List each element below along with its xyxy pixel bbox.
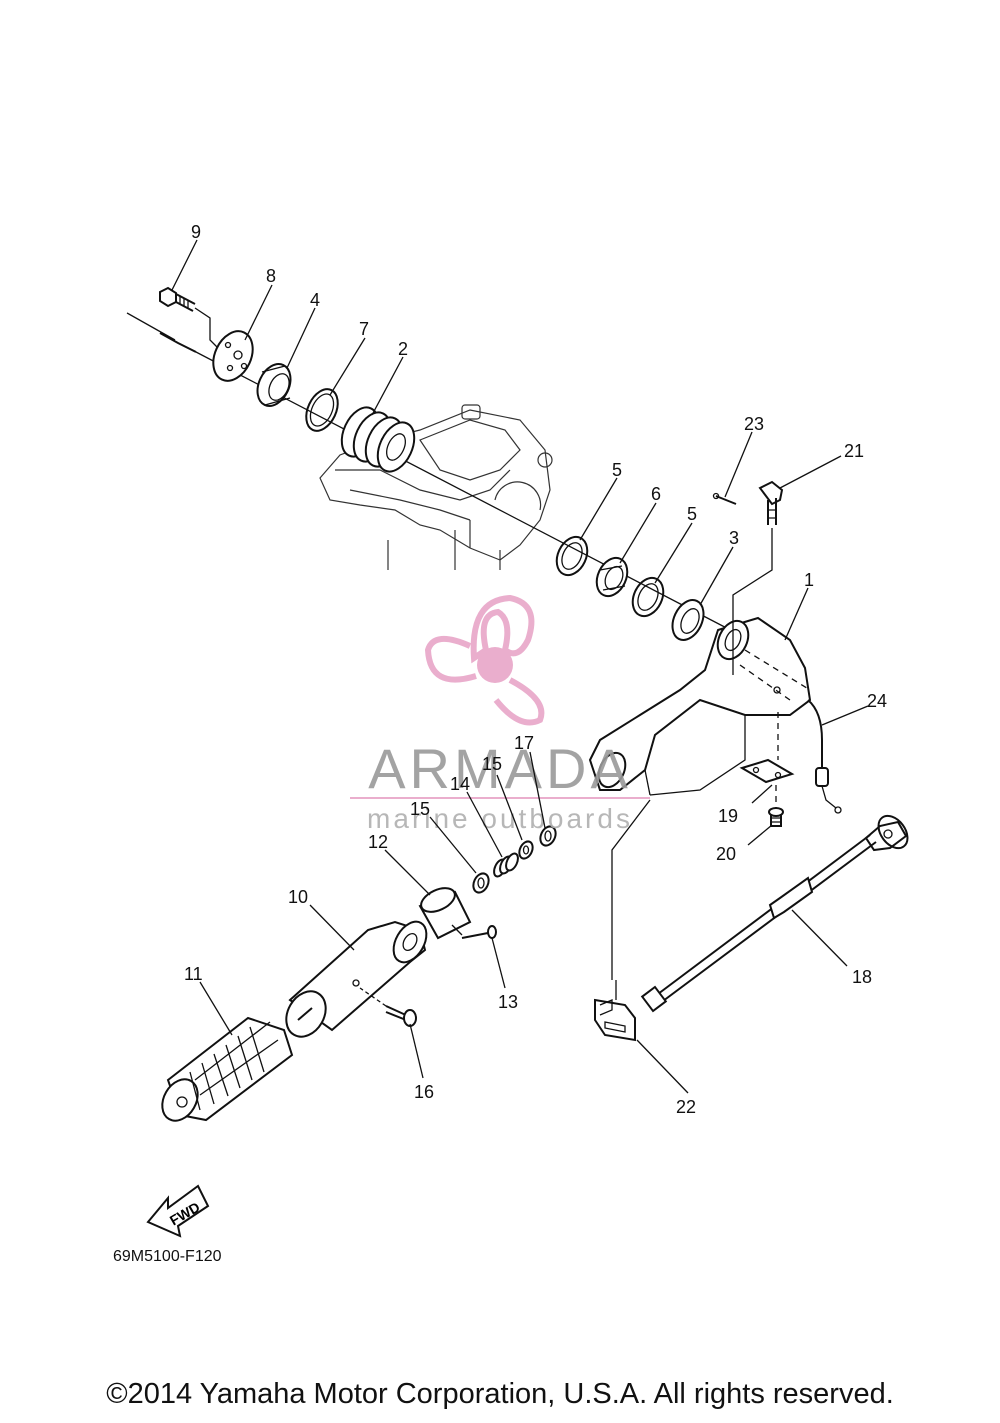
plate-8 [212, 330, 254, 382]
label-15a: 15 [410, 799, 430, 819]
label-11: 11 [184, 964, 203, 984]
watermark-brand: ARMADA [368, 737, 632, 800]
screw-13 [461, 925, 497, 939]
washer-15b [518, 840, 534, 860]
washer-5b [631, 576, 665, 618]
label-1: 1 [804, 570, 814, 590]
label-9: 9 [191, 222, 201, 242]
collar-6 [595, 556, 629, 598]
label-7: 7 [359, 319, 369, 339]
label-18: 18 [852, 967, 872, 987]
label-21: 21 [844, 441, 864, 461]
label-14: 14 [450, 774, 470, 794]
label-19: 19 [718, 806, 738, 826]
grip-11 [161, 1016, 294, 1122]
leader-lines [171, 239, 869, 1094]
pin-23 [712, 492, 737, 505]
label-8: 8 [266, 266, 276, 286]
label-16: 16 [414, 1082, 434, 1102]
fitting-21 [732, 480, 784, 675]
label-6: 6 [651, 484, 661, 504]
bushing-3 [671, 599, 705, 641]
watermark-tagline: marine outboards [367, 803, 633, 834]
label-13: 13 [498, 992, 518, 1012]
screw-20 [768, 785, 784, 827]
pulley-2 [340, 406, 416, 473]
lead-wire-24 [807, 699, 842, 814]
label-4: 4 [310, 290, 320, 310]
copyright-notice: ©2014 Yamaha Motor Corporation, U.S.A. A… [106, 1378, 894, 1410]
grommet-4 [256, 363, 292, 407]
plate-19 [739, 712, 795, 784]
label-22: 22 [676, 1097, 696, 1117]
shaft-18 [640, 814, 909, 1013]
label-20: 20 [716, 844, 736, 864]
washer-15a [472, 872, 490, 894]
label-17: 17 [514, 733, 534, 753]
block-22 [594, 799, 651, 1042]
fwd-arrow-icon: FWD [146, 1184, 210, 1238]
armada-logo-watermark: ARMADA marine outboards [350, 594, 650, 834]
label-12: 12 [368, 832, 388, 852]
label-2: 2 [398, 339, 408, 359]
handle-10 [285, 920, 428, 1038]
nut-17 [539, 825, 557, 847]
diagram-code: 69M5100-F120 [113, 1248, 222, 1265]
label-10: 10 [288, 887, 308, 907]
label-24: 24 [867, 691, 887, 711]
label-15b: 15 [482, 754, 502, 774]
part-labels: 9 8 4 7 2 23 21 5 6 5 3 1 24 17 15 14 15… [184, 222, 887, 1117]
label-23: 23 [744, 414, 764, 434]
washer-5a [555, 535, 589, 577]
bolt-9 [159, 286, 219, 349]
label-5a: 5 [612, 460, 622, 480]
label-5b: 5 [687, 504, 697, 524]
o-ring-7 [305, 388, 339, 432]
screw-16 [359, 987, 417, 1027]
label-3: 3 [729, 528, 739, 548]
spring-14 [493, 852, 519, 878]
